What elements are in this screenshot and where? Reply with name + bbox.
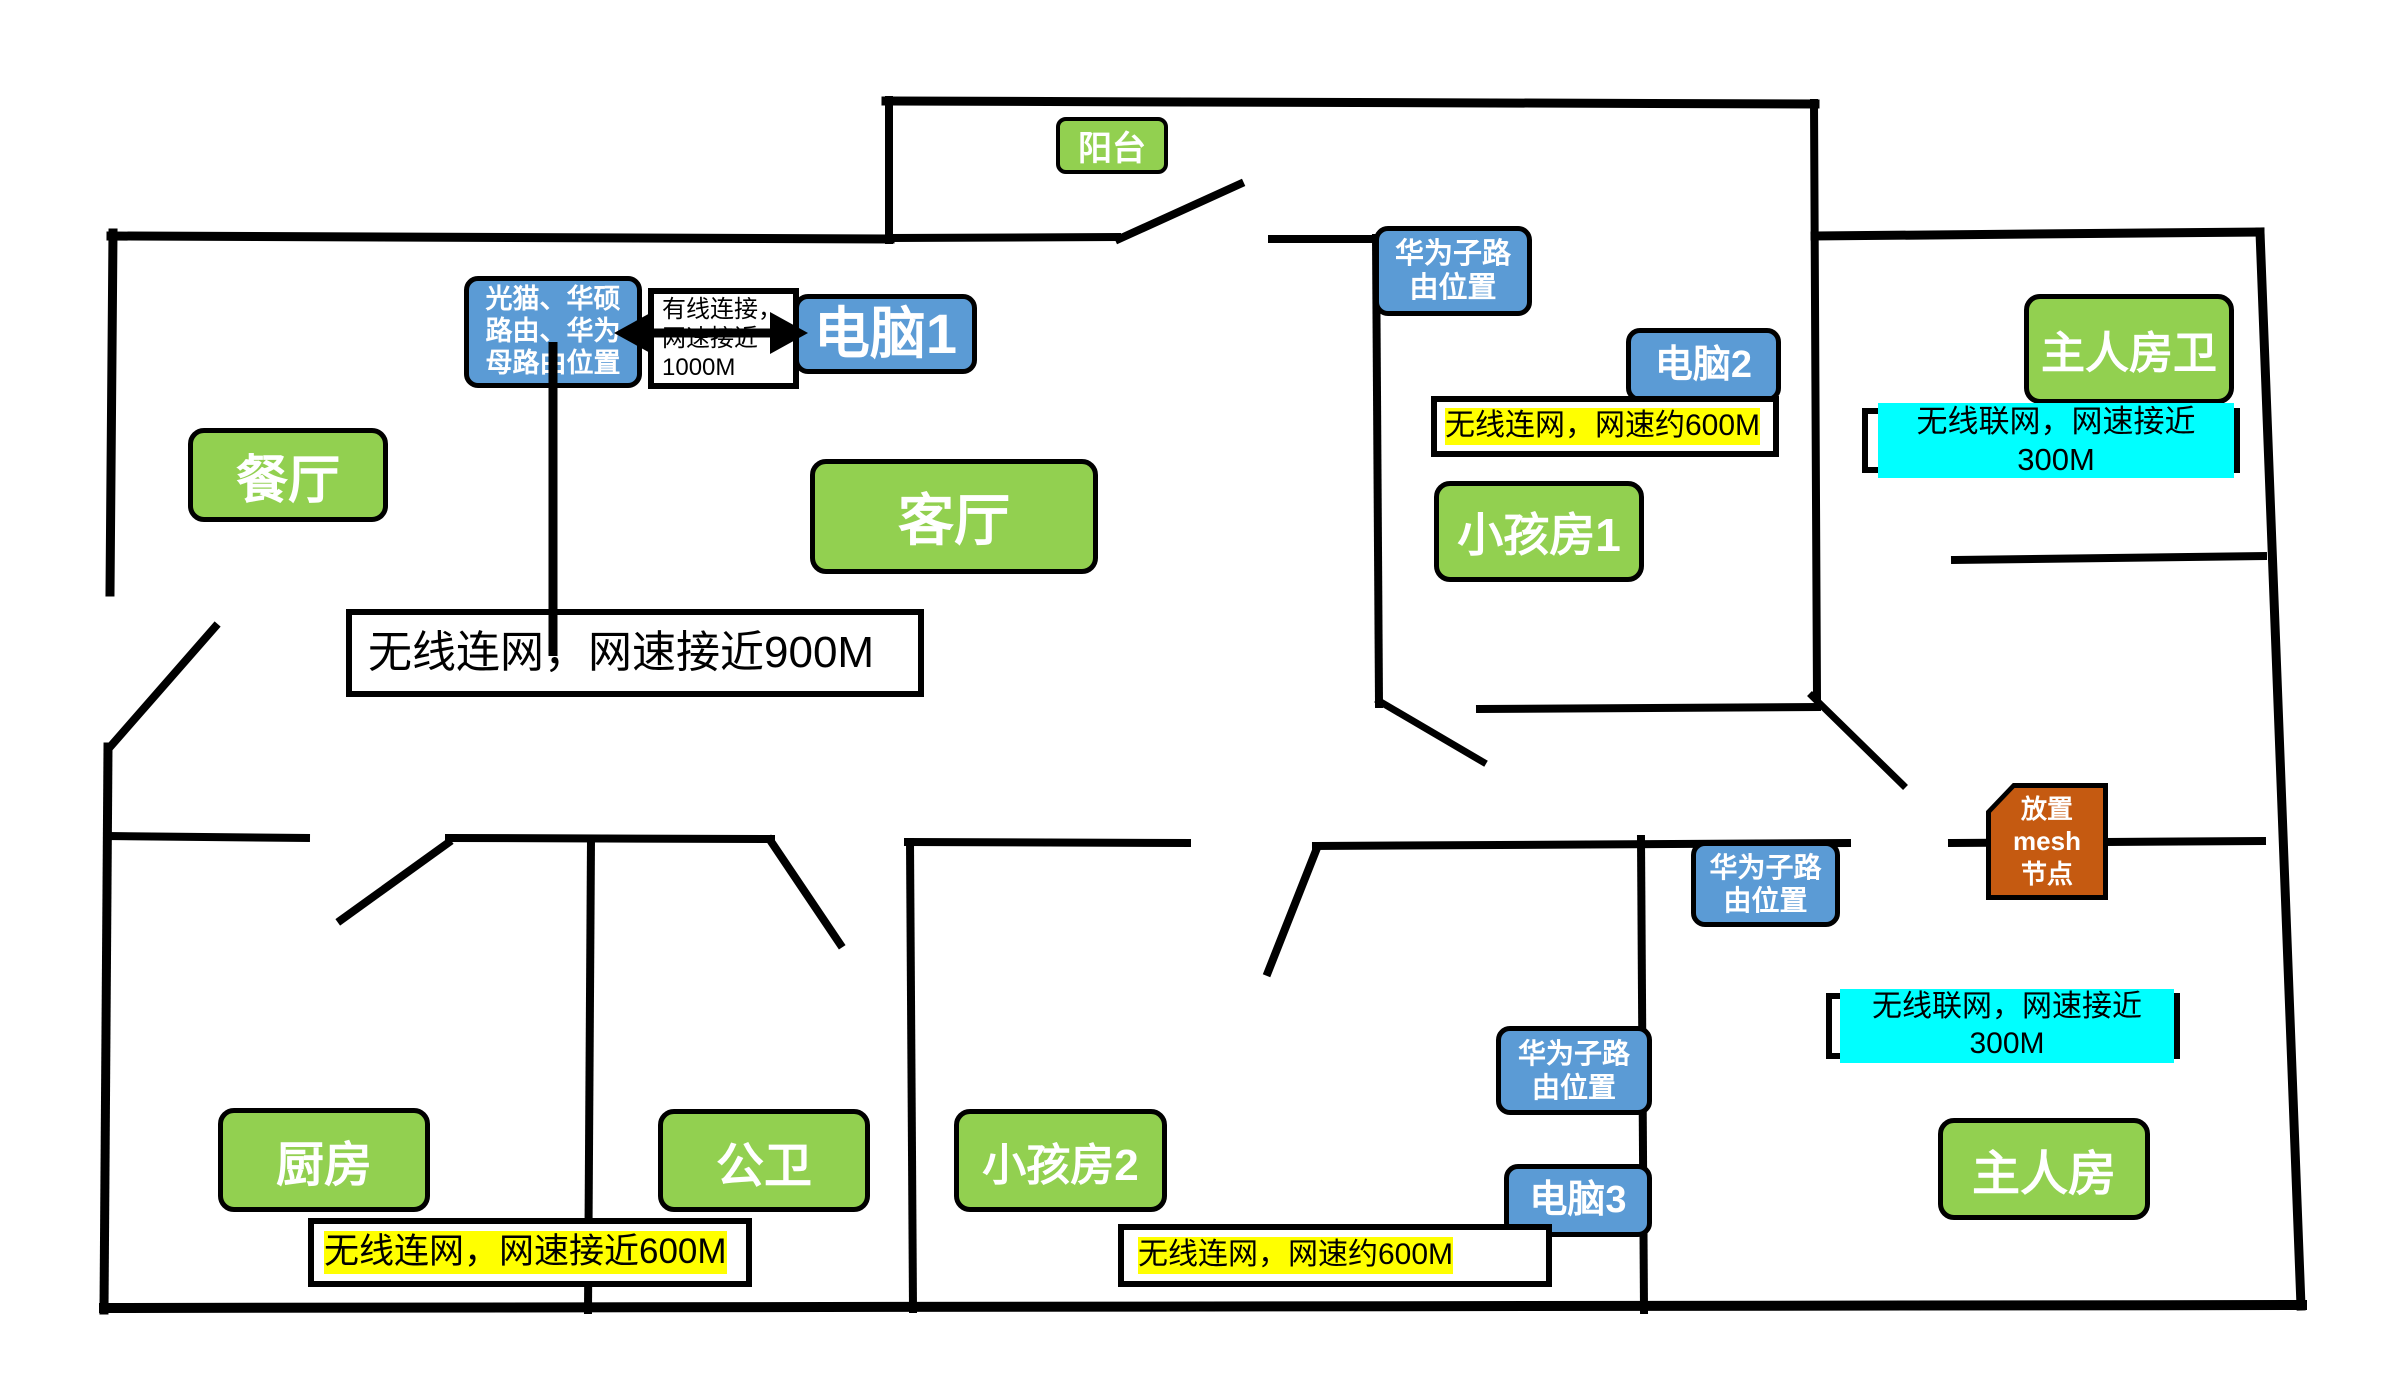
device-box-pc3: 电脑3: [1504, 1164, 1652, 1237]
wired-link-line3: 1000M: [662, 354, 736, 382]
room-label-dining-text: 餐厅: [235, 451, 340, 510]
wired-arrowhead-left-icon: [614, 312, 652, 354]
wall-outer-left-top: [105, 228, 118, 597]
room-label-public-bath-text: 公卫: [715, 1139, 812, 1193]
door-diagonal-kid2: [1262, 842, 1323, 978]
kitchen-wifi-text: 无线连网，网速接近600M: [324, 1231, 727, 1274]
room-label-living-text: 客厅: [898, 489, 1010, 552]
door-diagonal-left: [104, 621, 221, 753]
room-label-balcony: 阳台: [1056, 117, 1168, 174]
hw-sub-corridor-line1: 华为子路: [1709, 851, 1822, 883]
room-label-kid1-text: 小孩房1: [1457, 508, 1621, 561]
annotation-masterbath-wifi: 无线联网，网速接近300M: [1862, 402, 2240, 479]
door-diagonal-dining: [335, 837, 454, 926]
room-label-living: 客厅: [810, 459, 1098, 574]
room-label-master-bath: 主人房卫: [2024, 294, 2234, 404]
wired-arrowhead-right-icon: [770, 312, 808, 354]
annotation-master-wifi: 无线联网，网速接近300M: [1826, 989, 2180, 1063]
wall-lower-top-c: [903, 837, 1192, 848]
wall-top-left: [106, 231, 895, 244]
mesh-node-line2: mesh: [2013, 826, 2081, 857]
master-wifi-text: 无线联网，网速接近300M: [1840, 989, 2174, 1063]
room-label-master-bath-text: 主人房卫: [2041, 329, 2217, 378]
hw-sub-bottom-line1: 华为子路: [1517, 1038, 1630, 1070]
device-box-mesh-node: 放置 mesh 节点: [1986, 783, 2108, 900]
pc2-label: 电脑2: [1654, 343, 1753, 386]
mesh-node-line3: 节点: [2020, 858, 2073, 889]
wall-balcony-bottom-a: [884, 232, 1122, 243]
kid1-wifi-text: 无线连网，网速约600M: [1445, 408, 1761, 445]
room-label-master: 主人房: [1938, 1118, 2150, 1220]
hw-sub-top-line1: 华为子路: [1394, 237, 1511, 270]
wall-outer-top: [881, 96, 1820, 109]
mesh-node-line1: 放置: [2020, 793, 2073, 824]
door-diagonal-balcony: [1113, 178, 1246, 245]
masterbath-wifi-text: 无线联网，网速接近300M: [1878, 402, 2234, 479]
door-diagonal-kid1: [1374, 696, 1488, 767]
wall-lower-top-a: [103, 831, 311, 843]
room-label-kid1: 小孩房1: [1434, 481, 1644, 582]
hw-sub-corridor-line2: 由位置: [1723, 885, 1808, 916]
wall-lower-top-b: [444, 833, 776, 844]
device-box-main-router: 光猫、华硕 路由、华为 母路由位置: [464, 276, 642, 388]
annotation-living-wifi: 无线连网，网速接近900M: [346, 609, 924, 697]
room-label-balcony-text: 阳台: [1078, 130, 1146, 168]
wall-kid1-bottom: [1475, 702, 1822, 714]
wall-living-kid1: [1371, 233, 1384, 709]
main-router-line2: 路由、华为: [485, 316, 621, 347]
device-box-huawei-sub-router-bottom: 华为子路 由位置: [1496, 1026, 1652, 1115]
annotation-kitchen-wifi: 无线连网，网速接近600M: [308, 1218, 752, 1287]
mesh-node-inner: 放置 mesh 节点: [1991, 788, 2103, 895]
wall-kid1-right: [1809, 98, 1822, 703]
wired-link-line1: 有线连接，: [662, 295, 782, 323]
kid2-wifi-text: 无线连网，网速约600M: [1138, 1237, 1454, 1274]
living-wifi-text: 无线连网，网速接近900M: [368, 628, 875, 678]
device-box-huawei-sub-router-corridor: 华为子路 由位置: [1691, 841, 1840, 927]
wall-outer-right: [2255, 227, 2306, 1311]
room-label-kitchen: 厨房: [218, 1108, 430, 1212]
pc1-label: 电脑1: [813, 301, 958, 365]
wall-top-right: [1810, 227, 2265, 241]
main-router-line1: 光猫、华硕: [485, 284, 621, 315]
wall-outer-bottom: [98, 1299, 2308, 1314]
wall-outer-left-bottom: [99, 742, 113, 1315]
wall-publicbath-kid2: [905, 837, 918, 1314]
wall-master-divider: [1950, 551, 2268, 565]
room-label-kid2-text: 小孩房2: [982, 1140, 1139, 1190]
room-label-kid2: 小孩房2: [954, 1109, 1167, 1212]
pc3-label: 电脑3: [1529, 1179, 1627, 1222]
hw-sub-bottom-line2: 由位置: [1531, 1071, 1616, 1103]
hw-sub-top-line2: 由位置: [1409, 272, 1497, 304]
room-label-master-text: 主人房: [1971, 1148, 2116, 1201]
room-label-public-bath: 公卫: [658, 1109, 870, 1212]
annotation-kid2-wifi: 无线连网，网速约600M: [1118, 1224, 1552, 1287]
room-label-kitchen-text: 厨房: [275, 1139, 372, 1192]
door-diagonal-publicbath: [764, 834, 846, 950]
room-label-dining: 餐厅: [188, 428, 388, 522]
door-diagonal-corridor: [1807, 691, 1908, 790]
device-box-huawei-sub-router-top: 华为子路 由位置: [1374, 226, 1532, 316]
device-box-pc1: 电脑1: [794, 294, 977, 374]
annotation-kid1-wifi: 无线连网，网速约600M: [1431, 396, 1779, 457]
